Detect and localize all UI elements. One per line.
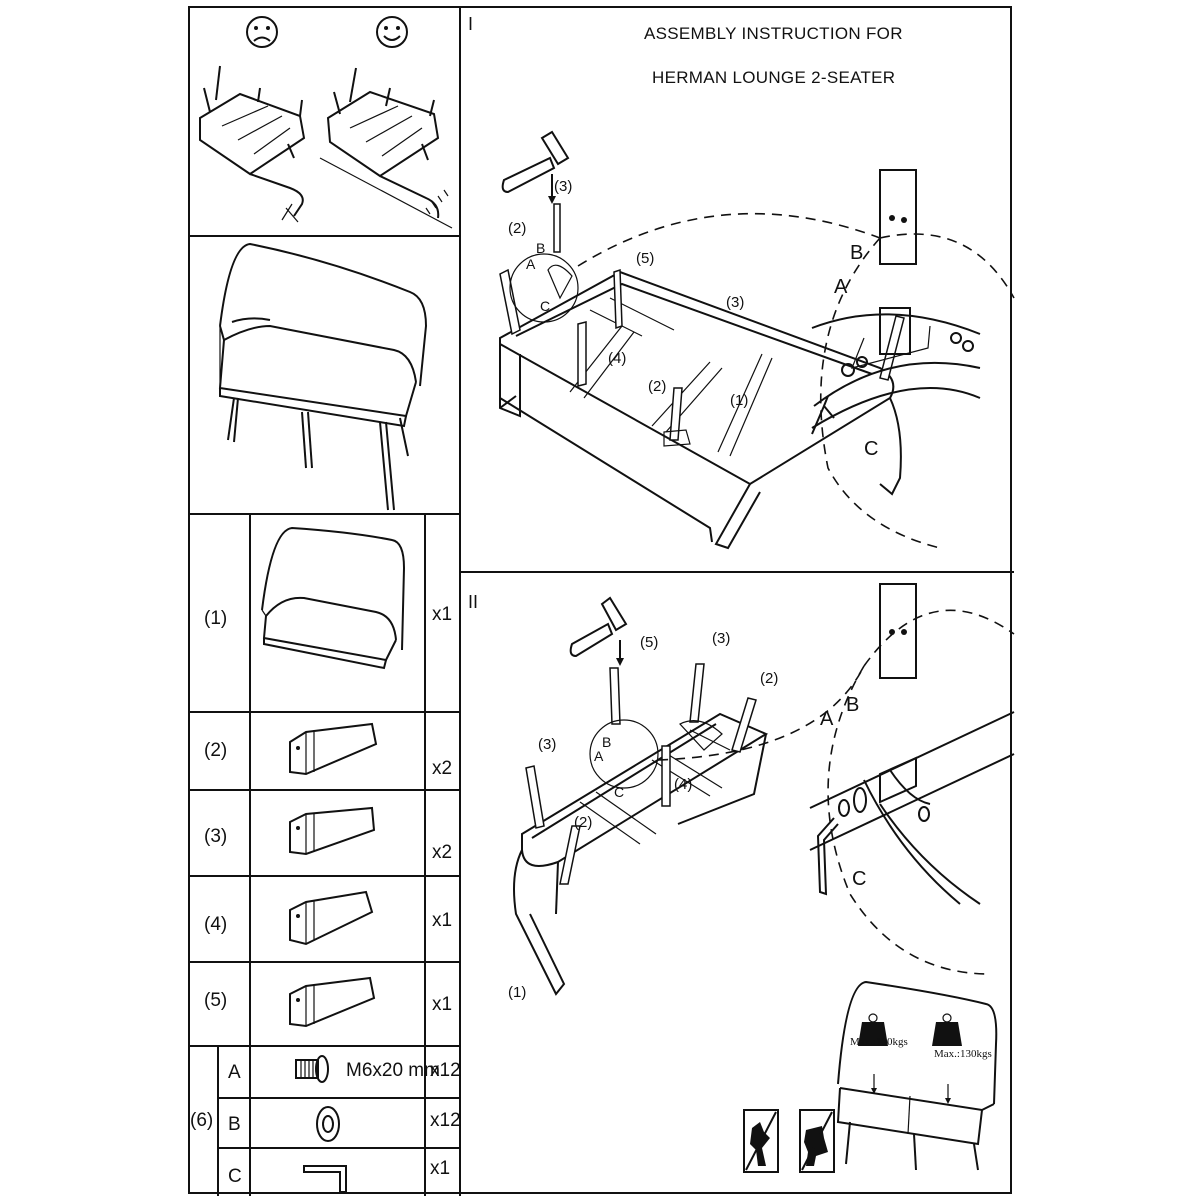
part-3-id: (3)	[204, 826, 228, 847]
part-2-qty: x2	[432, 758, 453, 779]
frame-correct-sketch	[320, 68, 452, 228]
step-1-small-b: B	[536, 240, 546, 256]
frame-wrong-sketch	[200, 66, 304, 222]
part-3-qty: x2	[432, 842, 453, 863]
hammer-icon-2	[571, 598, 626, 656]
placement-tip-panel	[190, 8, 460, 236]
step-2-zoom-b: B	[846, 694, 860, 716]
instruction-sheet: (1) x1 (2) x2 (3) x2 (4) x1 (5) x1 (6) A…	[188, 6, 1012, 1194]
step-2-zoom-c: C	[852, 868, 867, 890]
part-4-leg-icon	[286, 890, 386, 950]
part-5-leg-icon	[286, 974, 386, 1034]
step-2-small-c: C	[614, 784, 625, 800]
step-1-zoom-a: A	[834, 276, 848, 298]
hardware-b-letter: B	[228, 1114, 241, 1135]
part-4-id: (4)	[204, 914, 228, 935]
step-2-callout-2b: (2)	[574, 814, 593, 831]
step-1-small-c: C	[540, 298, 551, 314]
step-2-zoom-a: A	[820, 708, 834, 730]
title-line-2: HERMAN LOUNGE 2-SEATER	[652, 68, 896, 87]
part-1-qty: x1	[432, 604, 453, 625]
no-standing-icon	[744, 1110, 778, 1172]
step-1-callout-4: (4)	[608, 350, 627, 367]
part-2-id: (2)	[204, 740, 228, 761]
step-1-number: I	[468, 14, 474, 34]
assembled-sofa-preview	[190, 236, 460, 514]
step-2-small-a: A	[594, 748, 604, 764]
step-2-diagram	[460, 574, 1014, 1196]
washer-icon	[308, 1104, 348, 1144]
no-leaning-icon	[800, 1110, 834, 1172]
step-2-callout-4: (4)	[674, 776, 693, 793]
sheet-grid	[190, 8, 1014, 1196]
step-1-zoom-c: C	[864, 438, 879, 460]
part-2-leg-icon	[286, 722, 386, 782]
part-5-qty: x1	[432, 994, 453, 1015]
weight-icon-left	[858, 1014, 888, 1046]
hardware-group-id: (6)	[190, 1110, 214, 1131]
part-1-frame-icon	[252, 520, 422, 700]
step-1-callout-1: (1)	[730, 392, 749, 409]
step-2-callout-5: (5)	[640, 634, 659, 651]
part-4-qty: x1	[432, 910, 453, 931]
step-1-callout-2a: (2)	[508, 220, 527, 237]
part-1-id: (1)	[204, 608, 228, 629]
title-line-1: ASSEMBLY INSTRUCTION FOR	[644, 24, 903, 43]
warning-icons	[742, 1108, 852, 1178]
step-1-diagram	[460, 8, 1014, 568]
step-1-zoom-b: B	[850, 242, 864, 264]
load-left-label: Max.:130kgs	[850, 1036, 908, 1048]
step-2-callout-2a: (2)	[760, 670, 779, 687]
step-1-callout-3a: (3)	[554, 178, 573, 195]
step-2-callout-3b: (3)	[538, 736, 557, 753]
step-1-callout-5: (5)	[636, 250, 655, 267]
hammer-icon	[503, 132, 568, 192]
hardware-a-spec: M6x20 mm	[346, 1060, 440, 1081]
hardware-b-qty: x12	[430, 1110, 461, 1131]
part-5-id: (5)	[204, 990, 228, 1011]
hardware-c-qty: x1	[430, 1158, 451, 1179]
happy-face-icon	[377, 17, 407, 47]
step-1-callout-2b: (2)	[648, 378, 667, 395]
sad-face-icon	[247, 17, 277, 47]
step-1-small-a: A	[526, 256, 536, 272]
hardware-a-qty: x12	[430, 1060, 461, 1081]
step-2-number: II	[468, 592, 479, 612]
step-2-small-b: B	[602, 734, 612, 750]
load-capacity-sketch	[826, 974, 1006, 1174]
step-2-callout-1: (1)	[508, 984, 527, 1001]
allen-key-icon	[302, 1156, 362, 1196]
step-2-callout-3a: (3)	[712, 630, 731, 647]
weight-icon-right	[932, 1014, 962, 1046]
load-right-label: Max.:130kgs	[934, 1048, 992, 1060]
part-3-leg-icon	[286, 804, 386, 864]
step-1-callout-3b: (3)	[726, 294, 745, 311]
hardware-c-letter: C	[228, 1166, 242, 1187]
bolt-icon	[294, 1054, 334, 1084]
hardware-a-letter: A	[228, 1062, 241, 1083]
